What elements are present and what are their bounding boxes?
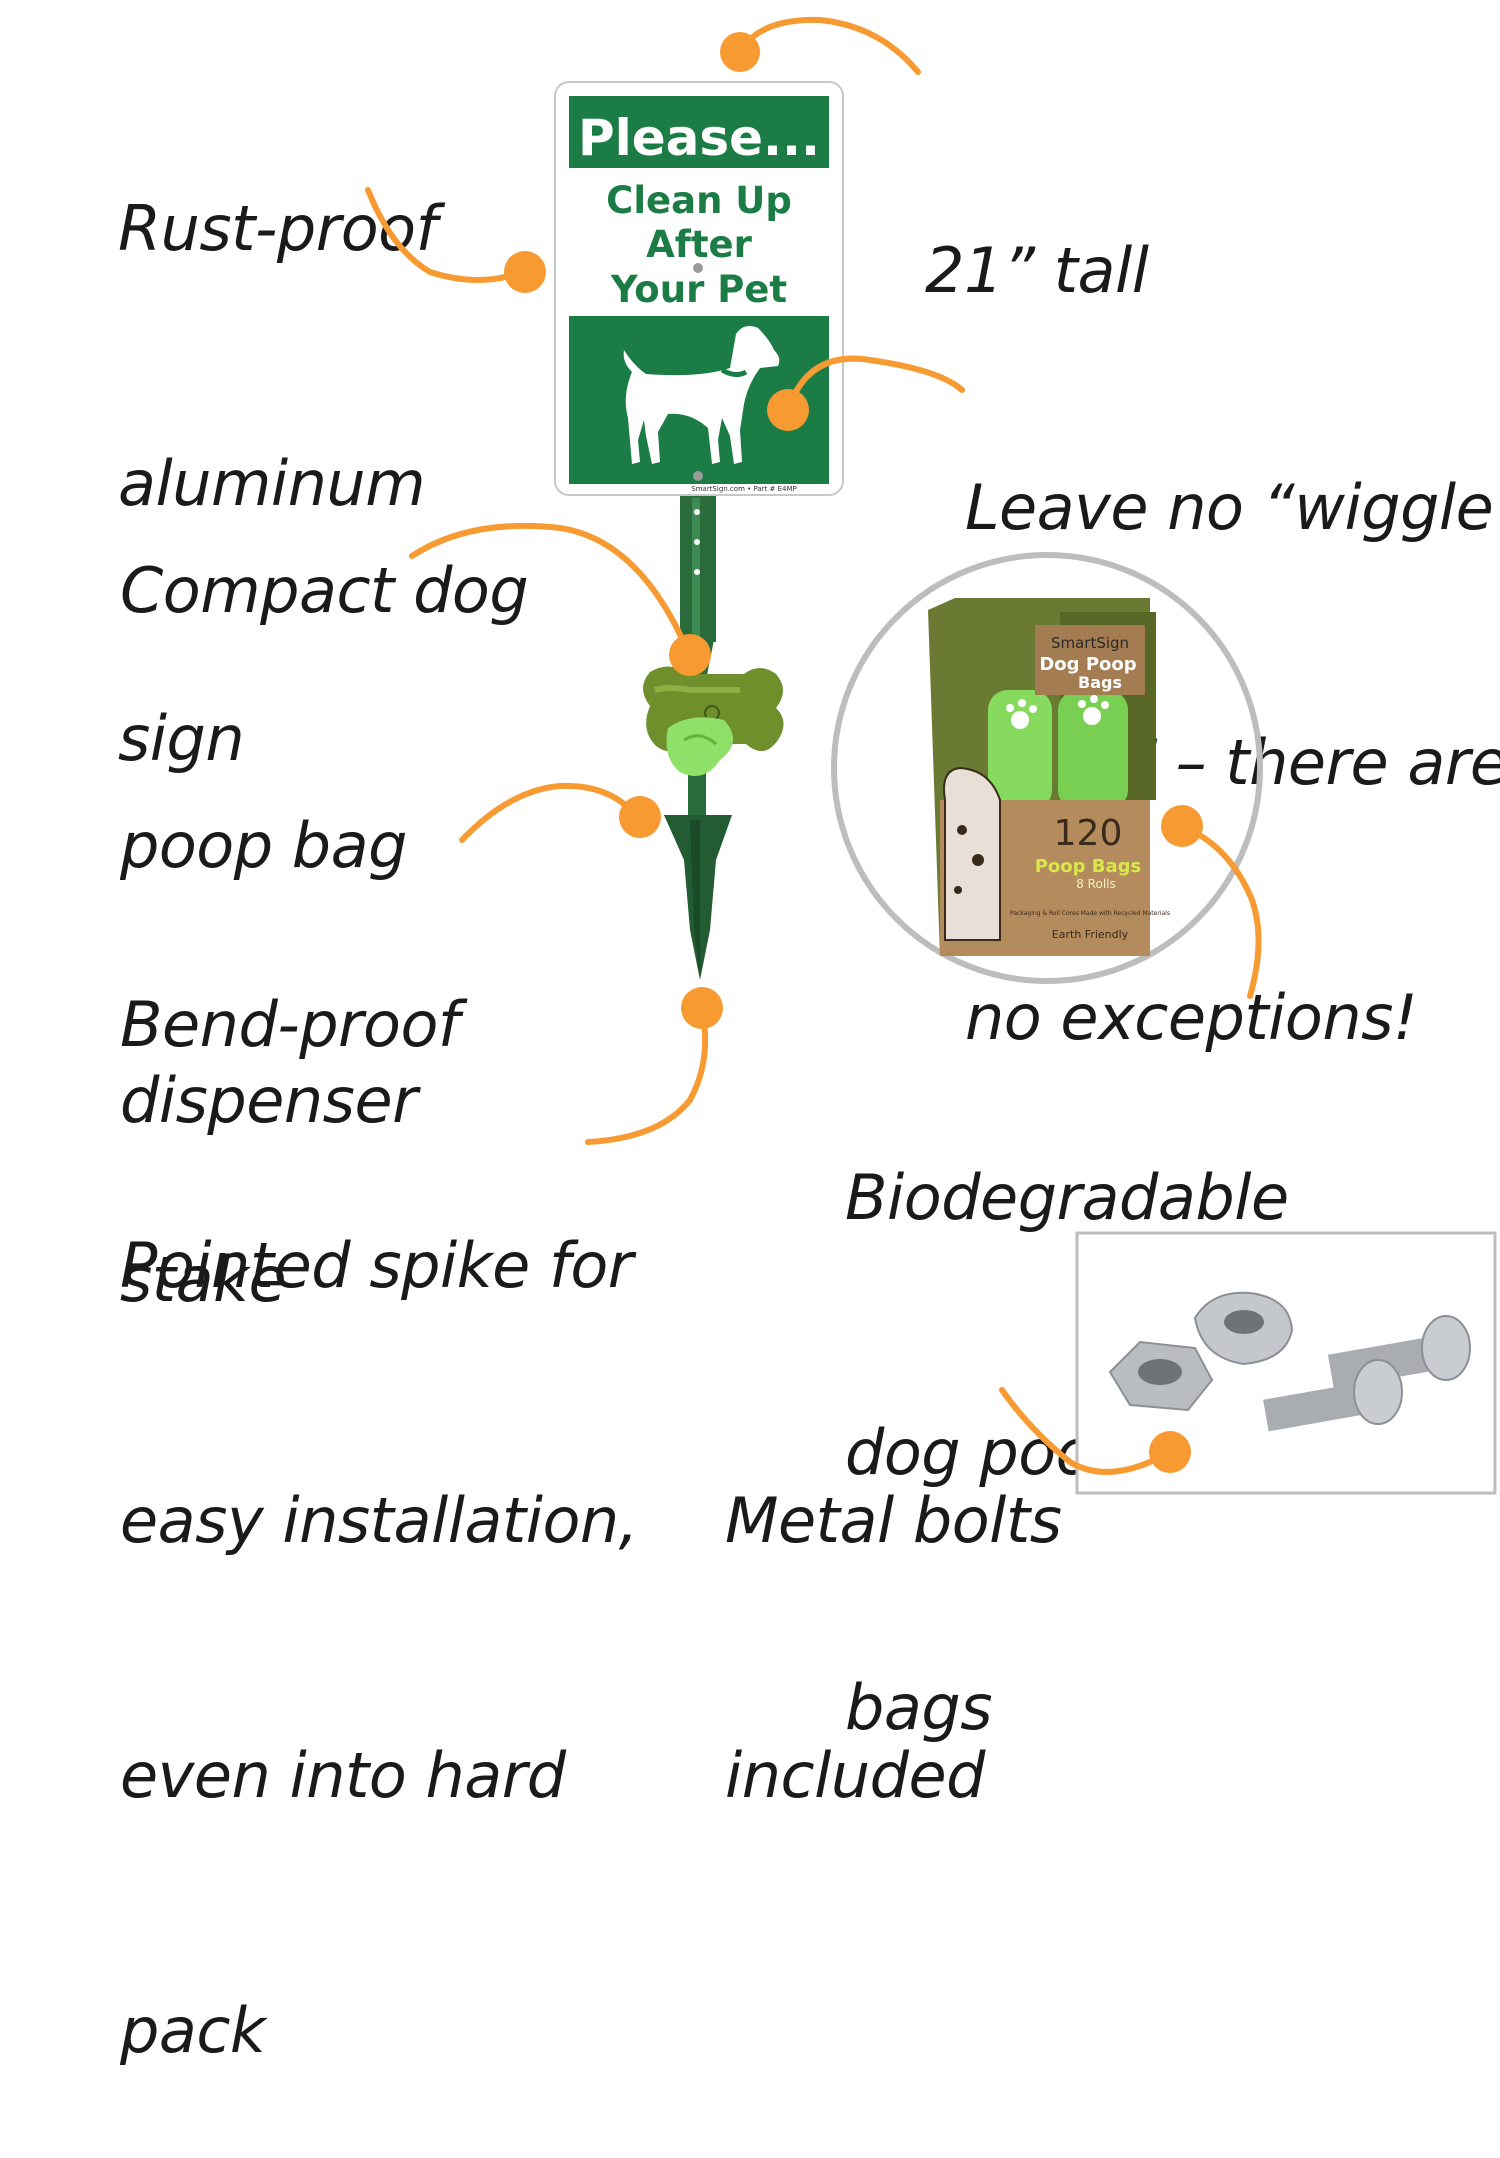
callout-height: 21” tall (925, 58, 1149, 398)
callout-line: included (725, 1739, 985, 1812)
callout-line: stake (120, 1243, 287, 1316)
box-count: 120 (1054, 813, 1123, 854)
bags-highlight-circle (831, 552, 1263, 984)
poop-bag-box: SmartSign Dog Poop Bags 120 Poop Bags 8 … (928, 598, 1170, 956)
box-sub-2: 8 Rolls (1076, 877, 1116, 891)
callout-line: Compact dog (120, 554, 529, 627)
product-illustration: Please... Clean Up After Your Pet SmartS… (365, 16, 1497, 1495)
bone-dispenser-icon (643, 666, 784, 776)
sign-footer: SmartSign.com • Part # E4MP (691, 485, 796, 493)
sign-panel: Please... Clean Up After Your Pet SmartS… (554, 81, 844, 496)
callout-line: pack (120, 1994, 266, 2067)
callout-connectors (365, 16, 1262, 1475)
callout-line: sign (118, 702, 245, 775)
box-eco-label: Earth Friendly (1052, 928, 1129, 941)
sign-line-2: After (646, 223, 753, 266)
box-title-1: Dog Poop (1039, 654, 1136, 675)
paw-icon (1006, 695, 1109, 729)
callout-line: Biodegradable (845, 1161, 1289, 1234)
bolt-icon (1263, 1315, 1471, 1432)
callout-line: dispenser (120, 1064, 418, 1137)
sign-line-1: Clean Up (606, 179, 792, 222)
callout-bend-proof-stake: Bend-proof stake (120, 812, 460, 1407)
sign-header: Please... (578, 109, 820, 167)
callout-line: aluminum (118, 447, 426, 520)
callout-line: 21” tall (925, 234, 1149, 307)
callout-line: Bend-proof (120, 988, 460, 1061)
callout-line: Pointed spike for (120, 1229, 633, 1302)
callout-line: no exceptions! (965, 981, 1418, 1054)
box-brand: SmartSign (1051, 634, 1129, 652)
sign-line-3: Your Pet (610, 268, 787, 311)
callout-dots (504, 32, 1203, 1473)
callout-bag-dispenser: Compact dog poop bag dispenser (120, 378, 529, 1228)
callout-line: even into hard (120, 1739, 566, 1812)
nut-icon (1108, 1291, 1294, 1412)
dog-silhouette-icon (623, 326, 780, 464)
box-sub-1: Poop Bags (1035, 856, 1142, 877)
callout-line: poop bag (120, 809, 408, 882)
box-note: Packaging & Roll Cores Made with Recycle… (1010, 910, 1170, 917)
box-title-2: Bags (1078, 673, 1122, 692)
callout-line: Leave no “wiggle (965, 471, 1494, 544)
